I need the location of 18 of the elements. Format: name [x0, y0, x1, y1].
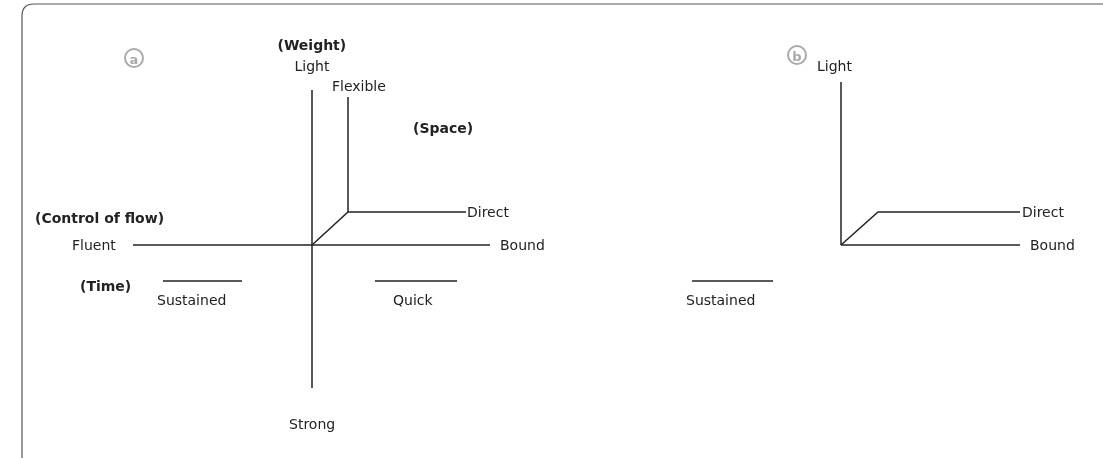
axis-label: Flexible: [332, 77, 386, 95]
axis-title: (Space): [413, 119, 474, 137]
axis-label: Bound: [500, 236, 545, 254]
axis-label: Sustained: [686, 291, 756, 309]
axis-label: Light: [817, 57, 852, 75]
axis-title: (Time): [80, 277, 132, 295]
panel-letter: a: [124, 48, 144, 68]
axis-label: Light: [294, 57, 330, 75]
axis-label: Bound: [1030, 236, 1075, 254]
panel-letter: b: [787, 45, 807, 65]
axis-label: Direct: [1022, 203, 1064, 221]
axis-label: Direct: [467, 203, 509, 221]
axis-title: (Control of flow): [35, 209, 165, 227]
axis-label: Fluent: [72, 236, 116, 254]
axis-label: Strong: [289, 415, 336, 433]
axis-label: Quick: [393, 291, 433, 309]
axis-title: (Weight): [277, 36, 347, 54]
axis-label: Sustained: [157, 291, 227, 309]
